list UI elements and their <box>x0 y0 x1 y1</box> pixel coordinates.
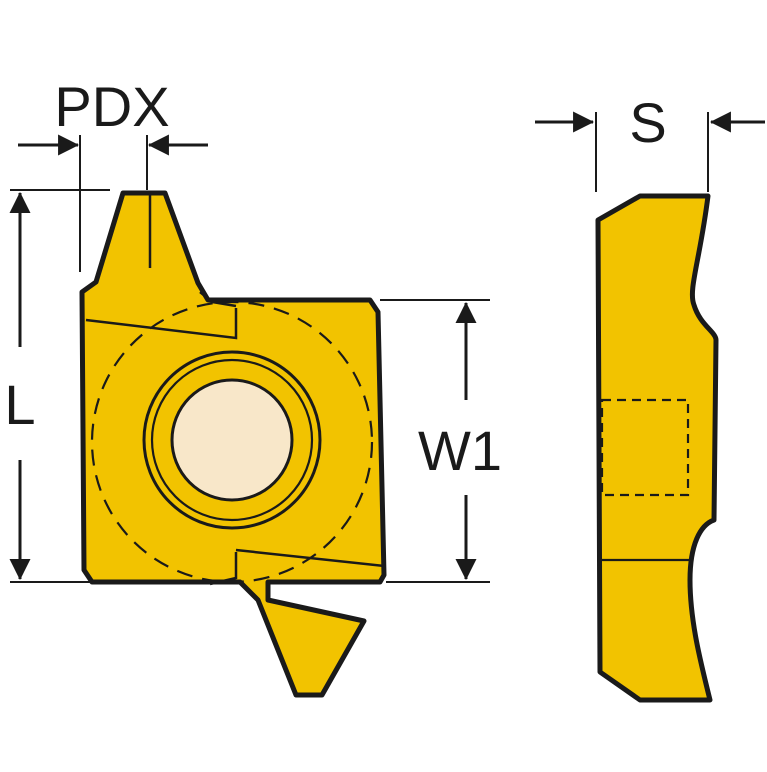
side-view <box>595 193 719 703</box>
top-groove-line <box>85 308 238 340</box>
label-w1: W1 <box>418 419 502 482</box>
hidden-circle <box>90 300 374 584</box>
label-pdx: PDX <box>54 75 169 138</box>
dimension-w1 <box>380 299 490 583</box>
counterbore-inner <box>150 358 314 522</box>
bottom-groove-notch <box>209 552 238 586</box>
label-l: L <box>4 373 35 436</box>
label-s: S <box>629 91 666 154</box>
side-body <box>595 193 719 703</box>
front-view <box>79 190 387 698</box>
dimension-s <box>535 111 765 192</box>
dimension-l <box>9 189 110 583</box>
top-groove-notch <box>199 291 237 308</box>
bore-hole <box>170 378 294 502</box>
dimension-pdx <box>18 134 208 272</box>
